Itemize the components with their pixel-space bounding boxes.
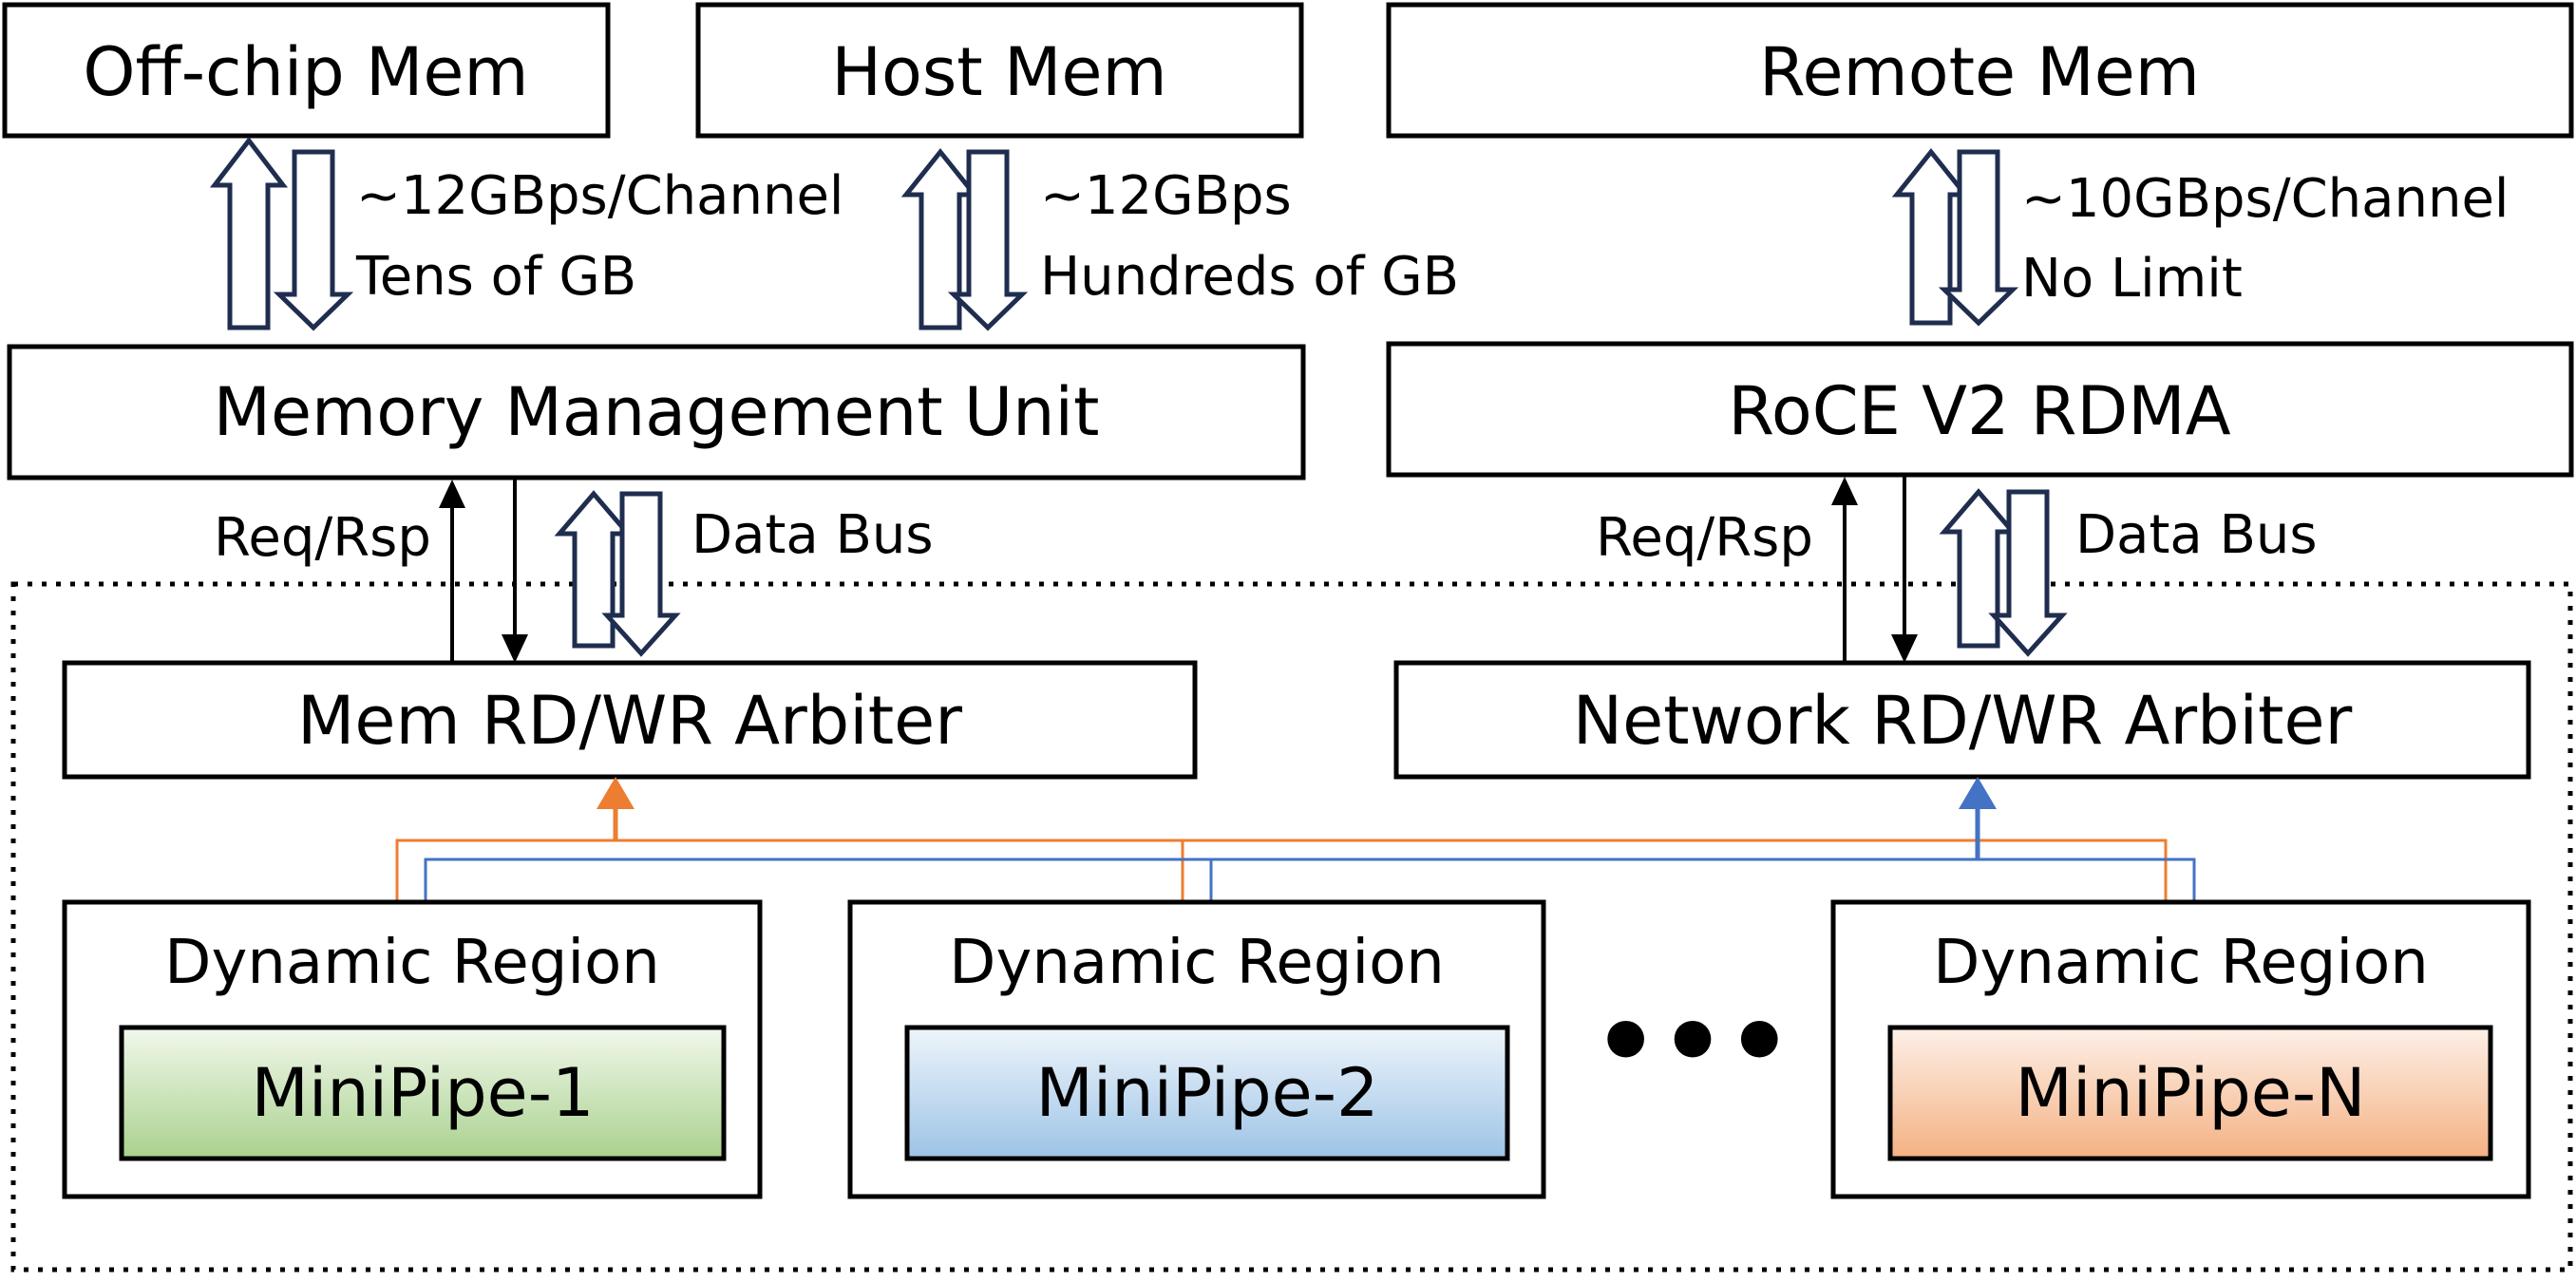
dynamic-region-title: Dynamic Region [164, 928, 660, 998]
net-route-arrowhead-icon [1959, 777, 1997, 809]
offchip-link-arrows [209, 136, 354, 331]
mem-arbiter-label: Mem RD/WR Arbiter [297, 682, 962, 760]
net-arbiter-box: Network RD/WR Arbiter [1393, 660, 2531, 780]
net-req-rsp-arrows [1831, 477, 1918, 663]
up-arrowhead-icon [1831, 477, 1858, 505]
minipipe-n-box [1887, 1025, 2493, 1161]
mmu-label: Memory Management Unit [214, 373, 1100, 451]
offchip-bandwidth-label: ~12GBps/Channel [356, 165, 844, 227]
net-data-bus-label: Data Bus [2075, 504, 2318, 566]
minipipe-2-label: MiniPipe-2 [1035, 1054, 1378, 1132]
down-block-arrow-icon [947, 149, 1029, 331]
net-data-bus-arrows [1939, 488, 2068, 657]
mem-req-rsp-arrows [439, 480, 528, 663]
down-arrowhead-icon [502, 634, 528, 663]
down-block-arrow-icon [601, 491, 681, 657]
minipipe-n-label: MiniPipe-N [2016, 1054, 2366, 1132]
mem-route-lines [395, 805, 2168, 902]
minipipe-1-box [119, 1025, 727, 1161]
up-arrowhead-icon [439, 480, 465, 508]
minipipe-1-label: MiniPipe-1 [251, 1054, 594, 1132]
remote-mem-label: Remote Mem [1759, 33, 2200, 111]
remote-link-arrows [1891, 147, 2019, 327]
remote-bandwidth-label: ~10GBps/Channel [2021, 168, 2510, 230]
offchip-mem-label: Off-chip Mem [83, 33, 528, 111]
remote-capacity-label: No Limit [2021, 248, 2243, 310]
mem-route-arrowhead-icon [597, 777, 635, 809]
offchip-mem-box: Off-chip Mem [2, 2, 611, 139]
down-arrowhead-icon [1891, 634, 1918, 663]
ellipsis-label: ••• [1593, 981, 1793, 1103]
host-mem-box: Host Mem [695, 2, 1304, 139]
down-block-arrow-icon [1938, 149, 2019, 327]
net-route-lines [424, 805, 2196, 902]
dynamic-region-1: Dynamic Region MiniPipe-1 [62, 899, 763, 1199]
up-block-arrow-icon [209, 136, 289, 330]
rdma-box: RoCE V2 RDMA [1386, 341, 2574, 478]
dynamic-region-title: Dynamic Region [949, 928, 1445, 998]
down-block-arrow-icon [1988, 489, 2068, 657]
host-mem-label: Host Mem [831, 33, 1166, 111]
remote-mem-box: Remote Mem [1386, 2, 2574, 139]
offchip-capacity-label: Tens of GB [355, 246, 636, 308]
net-req-rsp-label: Req/Rsp [1596, 507, 1813, 569]
down-block-arrow-icon [273, 149, 354, 331]
mmu-box: Memory Management Unit [7, 344, 1306, 481]
dynamic-region-title: Dynamic Region [1933, 928, 2429, 998]
host-capacity-label: Hundreds of GB [1040, 246, 1459, 308]
dynamic-region-2: Dynamic Region MiniPipe-2 [847, 899, 1546, 1199]
host-bandwidth-label: ~12GBps [1040, 165, 1292, 227]
mem-req-rsp-label: Req/Rsp [214, 507, 431, 569]
net-arbiter-label: Network RD/WR Arbiter [1573, 682, 2353, 760]
mem-data-bus-arrows [554, 490, 681, 657]
host-link-arrows [900, 147, 1029, 331]
minipipe-2-box [904, 1025, 1510, 1161]
dynamic-region-n: Dynamic Region MiniPipe-N [1830, 899, 2531, 1199]
mem-data-bus-label: Data Bus [691, 504, 934, 566]
rdma-label: RoCE V2 RDMA [1728, 372, 2230, 450]
fpga-static-region-border [10, 581, 2573, 1273]
mem-arbiter-box: Mem RD/WR Arbiter [62, 660, 1198, 780]
